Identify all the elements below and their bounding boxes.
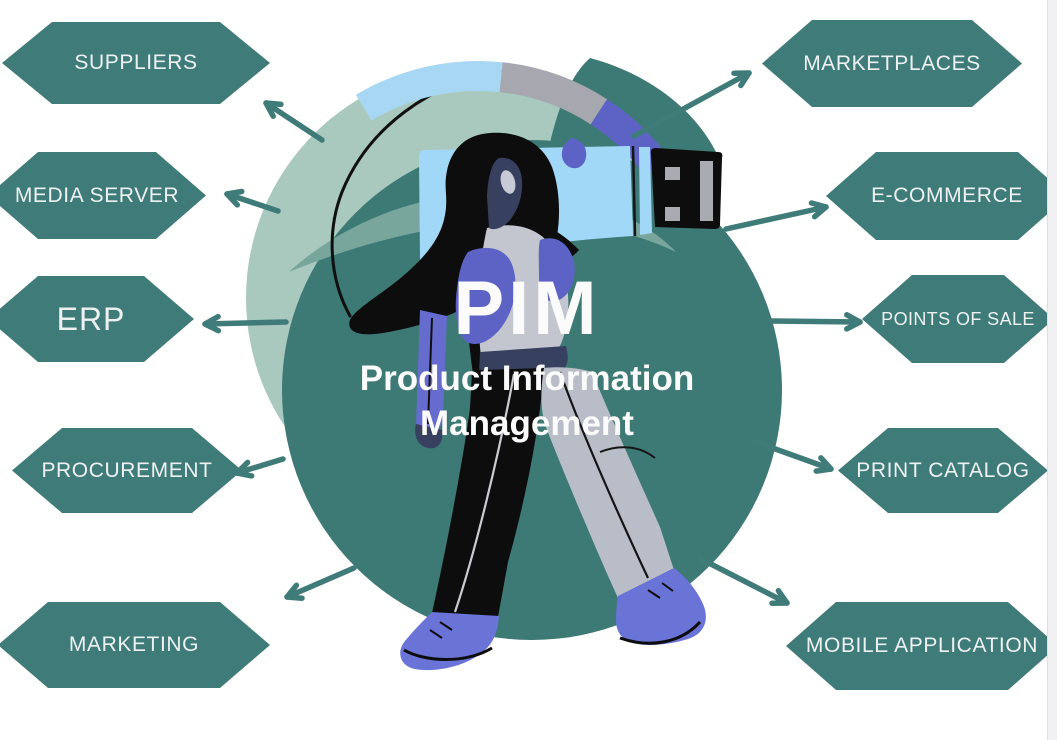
woman-illustration [349, 132, 706, 671]
arrow-marketplaces [631, 70, 752, 139]
shoe-back-laces [647, 582, 674, 599]
shoe-back [616, 568, 706, 646]
usb-cap-sliver [639, 147, 652, 235]
center-illustration [246, 58, 782, 671]
node-marketplaces: MARKETPLACES [762, 20, 1022, 107]
arm-band [416, 310, 447, 431]
node-label: PRINT CATALOG [856, 458, 1030, 482]
arm-line [427, 317, 433, 425]
node-label: MOBILE APPLICATION [805, 634, 1039, 657]
teal-wedge [548, 58, 716, 152]
arrow-mobile-application [698, 556, 790, 606]
node-label: SUPPLIERS [74, 51, 198, 74]
arrow-procurement [234, 456, 286, 479]
arrow-media-server [224, 188, 281, 214]
arrow-erp [202, 313, 289, 334]
arrows [202, 70, 863, 606]
node-marketing: MARKETING [0, 602, 270, 688]
node-label: MARKETING [68, 633, 200, 656]
arrow-ecommerce [723, 200, 829, 232]
node-media-server: MEDIA SERVER [0, 152, 206, 239]
arrow-print-catalog [753, 439, 834, 474]
usb-cap-line [631, 145, 637, 237]
node-procurement: PROCUREMENT [12, 428, 242, 513]
face-highlight [500, 170, 516, 194]
node-label: PROCUREMENT [41, 458, 213, 482]
waistband [479, 346, 568, 374]
ring-segment-gray [499, 62, 608, 125]
node-print-catalog: PRINT CATALOG [838, 428, 1048, 513]
purple-curl [561, 138, 587, 169]
node-label: E-COMMERCE [871, 184, 1023, 207]
arrow-marketing [284, 565, 357, 601]
ring-segment-lightblue [355, 60, 503, 121]
usb-contact-bottom [665, 207, 680, 221]
arrow-suppliers [263, 100, 325, 143]
shoe-back-sole [619, 620, 702, 645]
hand [415, 424, 443, 449]
page-edge-strip [1047, 0, 1057, 740]
node-suppliers: SUPPLIERS [2, 22, 270, 104]
shoulder-purple [538, 238, 575, 302]
shoe-front-laces [429, 621, 453, 639]
leg-back-seam [558, 371, 649, 579]
node-ecommerce: E-COMMERCE [826, 152, 1057, 240]
arrow-points-of-sale [769, 312, 863, 332]
leg-front-seam [453, 373, 516, 613]
usb-contact-bar [700, 161, 713, 221]
shoe-front [400, 612, 499, 671]
usb-contact-top [665, 167, 680, 180]
node-mobile-application: MOBILE APPLICATION [786, 602, 1057, 690]
node-label: POINTS OF SALE [881, 308, 1035, 329]
leg-back [541, 367, 674, 598]
knee-arc [599, 446, 656, 459]
sleeve-purple [455, 247, 516, 344]
face [487, 157, 523, 230]
shoe-front-sole [403, 646, 493, 661]
node-label: MARKETPLACES [803, 51, 981, 75]
node-label: ERP [56, 300, 126, 337]
node-label: MEDIA SERVER [14, 183, 180, 207]
